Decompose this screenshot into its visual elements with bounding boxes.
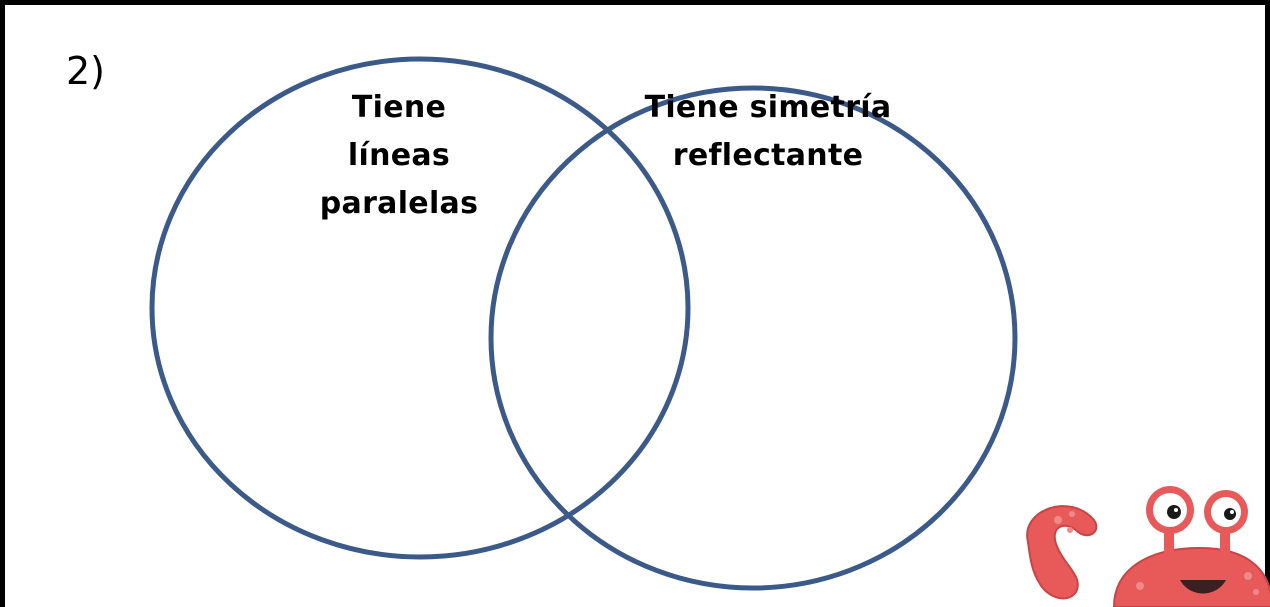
set-label-left-line: Tiene [351,90,447,125]
venn-circle-left [149,56,691,560]
venn-circle-right [488,85,1018,591]
crab-eyes [1146,486,1248,556]
crab-body [1112,546,1270,607]
crab-claw [1026,505,1098,600]
problem-number: 2) [66,49,106,93]
set-label-left-line: paralelas [319,186,479,221]
set-label-right-line: reflectante [672,138,864,173]
set-label-right-line: Tiene simetría [644,90,892,125]
set-label-left-line: líneas [347,138,451,173]
set-label-left: Tiene líneas paralelas [294,84,504,228]
set-label-right: Tiene simetría reflectante [618,84,918,180]
crab-mascot-icon [1026,486,1270,607]
